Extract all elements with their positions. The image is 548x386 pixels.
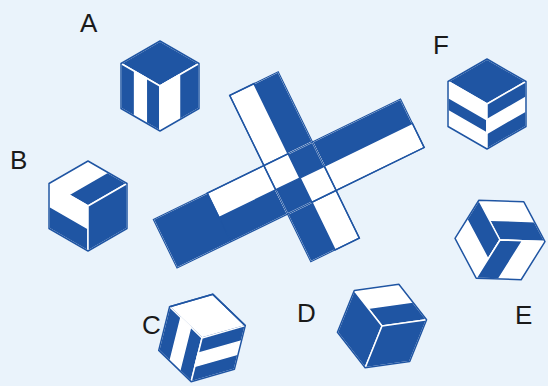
option-letter: E: [515, 302, 532, 328]
cube-b: [49, 161, 127, 251]
cube-net: [119, 29, 447, 316]
cube-d: [329, 270, 435, 383]
option-letter: C: [142, 312, 161, 338]
option-letter: F: [433, 32, 449, 58]
cube-f: [448, 59, 526, 149]
cube-c: [153, 285, 250, 386]
option-letter: D: [297, 300, 316, 326]
option-letter: A: [80, 10, 97, 36]
cube-a: [121, 41, 199, 131]
cube-e: [443, 181, 548, 299]
option-letter: B: [10, 147, 27, 173]
